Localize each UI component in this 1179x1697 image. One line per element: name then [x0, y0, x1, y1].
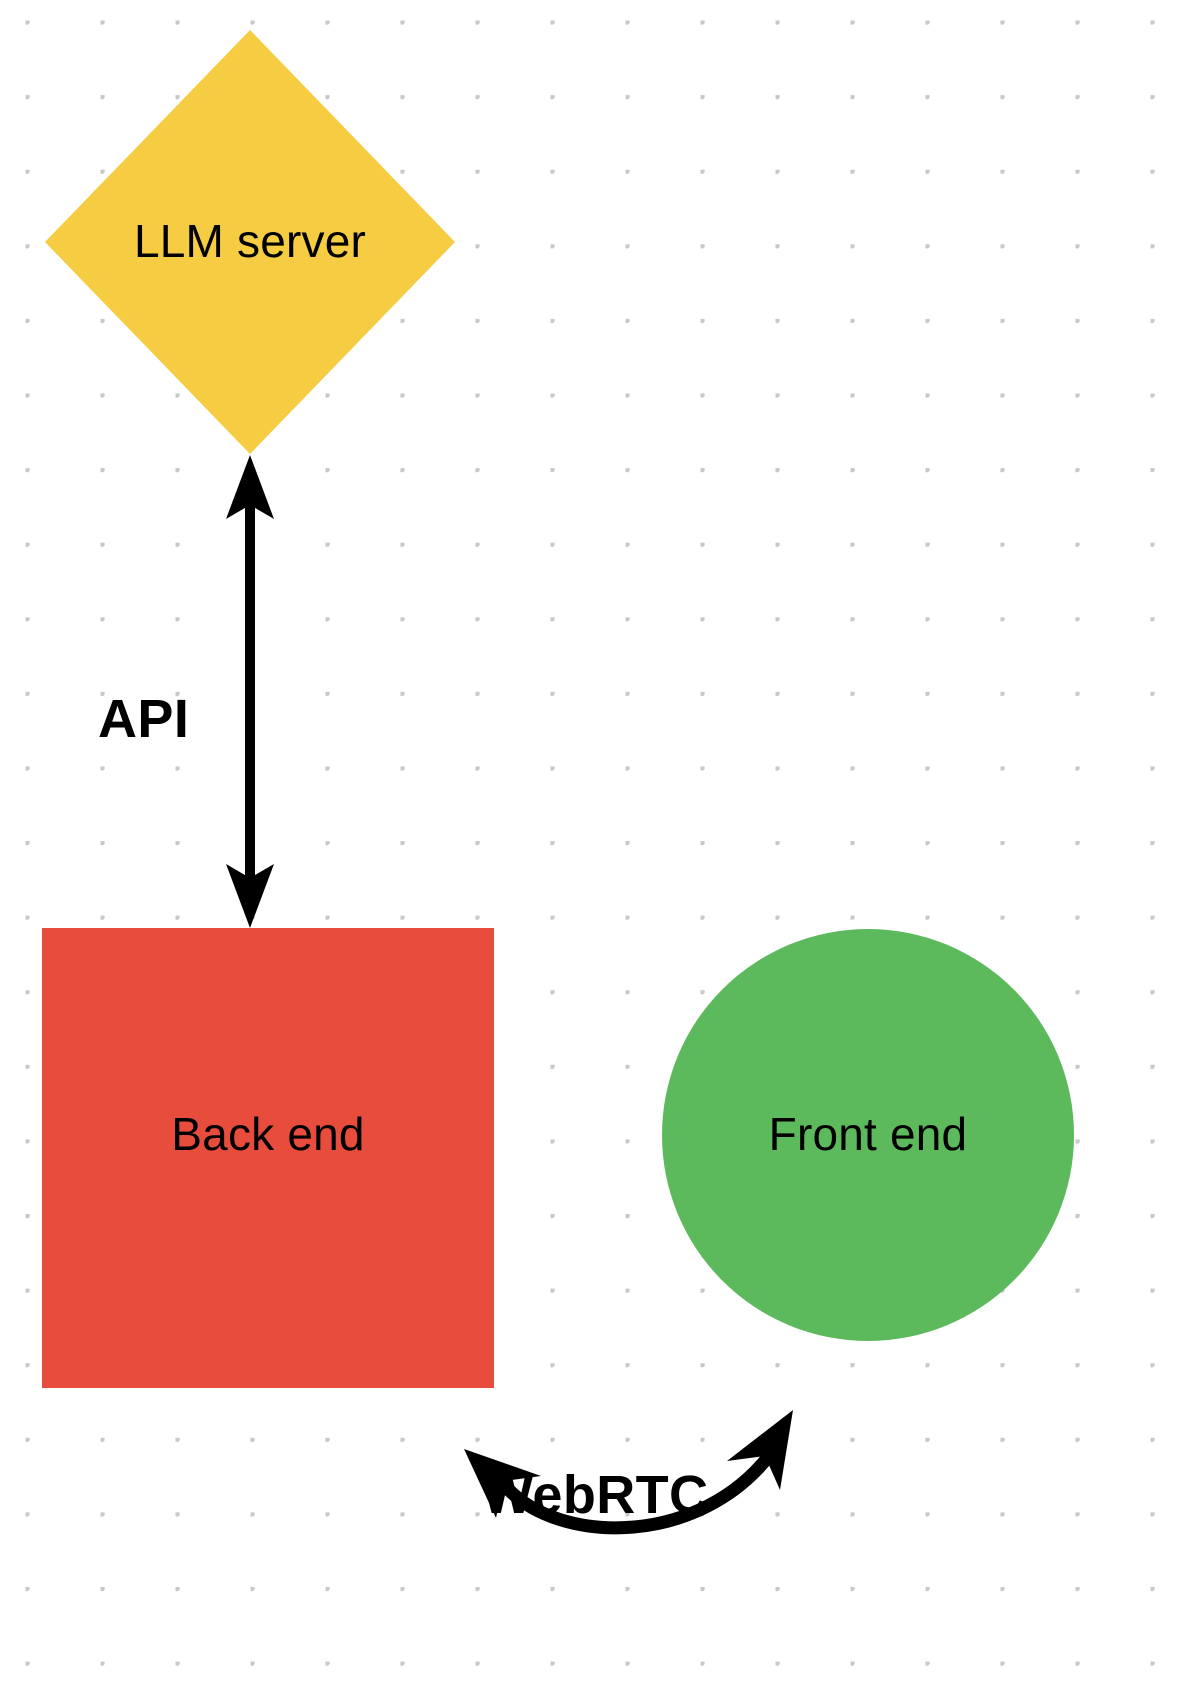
node-llm-server-label: LLM server [133, 215, 367, 267]
edge-api-arrow[interactable] [226, 455, 274, 928]
edge-api-label: API [98, 689, 190, 749]
node-back-end-label: Back end [171, 1108, 365, 1160]
edge-webrtc-label: WebRTC [482, 1465, 709, 1525]
node-front-end-label: Front end [768, 1108, 968, 1160]
